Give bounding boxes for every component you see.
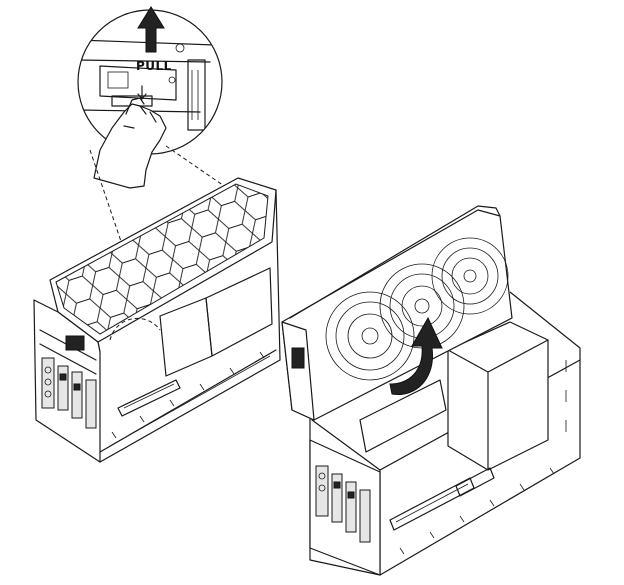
fan-1-icon (325, 291, 415, 381)
pull-up-arrow-icon (137, 6, 165, 53)
io-panel-left (41, 357, 97, 429)
power-socket-icon (65, 335, 85, 351)
pull-label: PULL (136, 59, 172, 73)
hand-icon (93, 103, 167, 189)
rotate-up-arrow-icon (389, 316, 443, 395)
chassis-right (281, 205, 581, 576)
psu-plug-icon (291, 347, 305, 369)
chassis-left (33, 177, 281, 463)
fan-3-icon (431, 237, 509, 315)
psu-block (447, 321, 549, 471)
io-panel-right (315, 465, 371, 543)
